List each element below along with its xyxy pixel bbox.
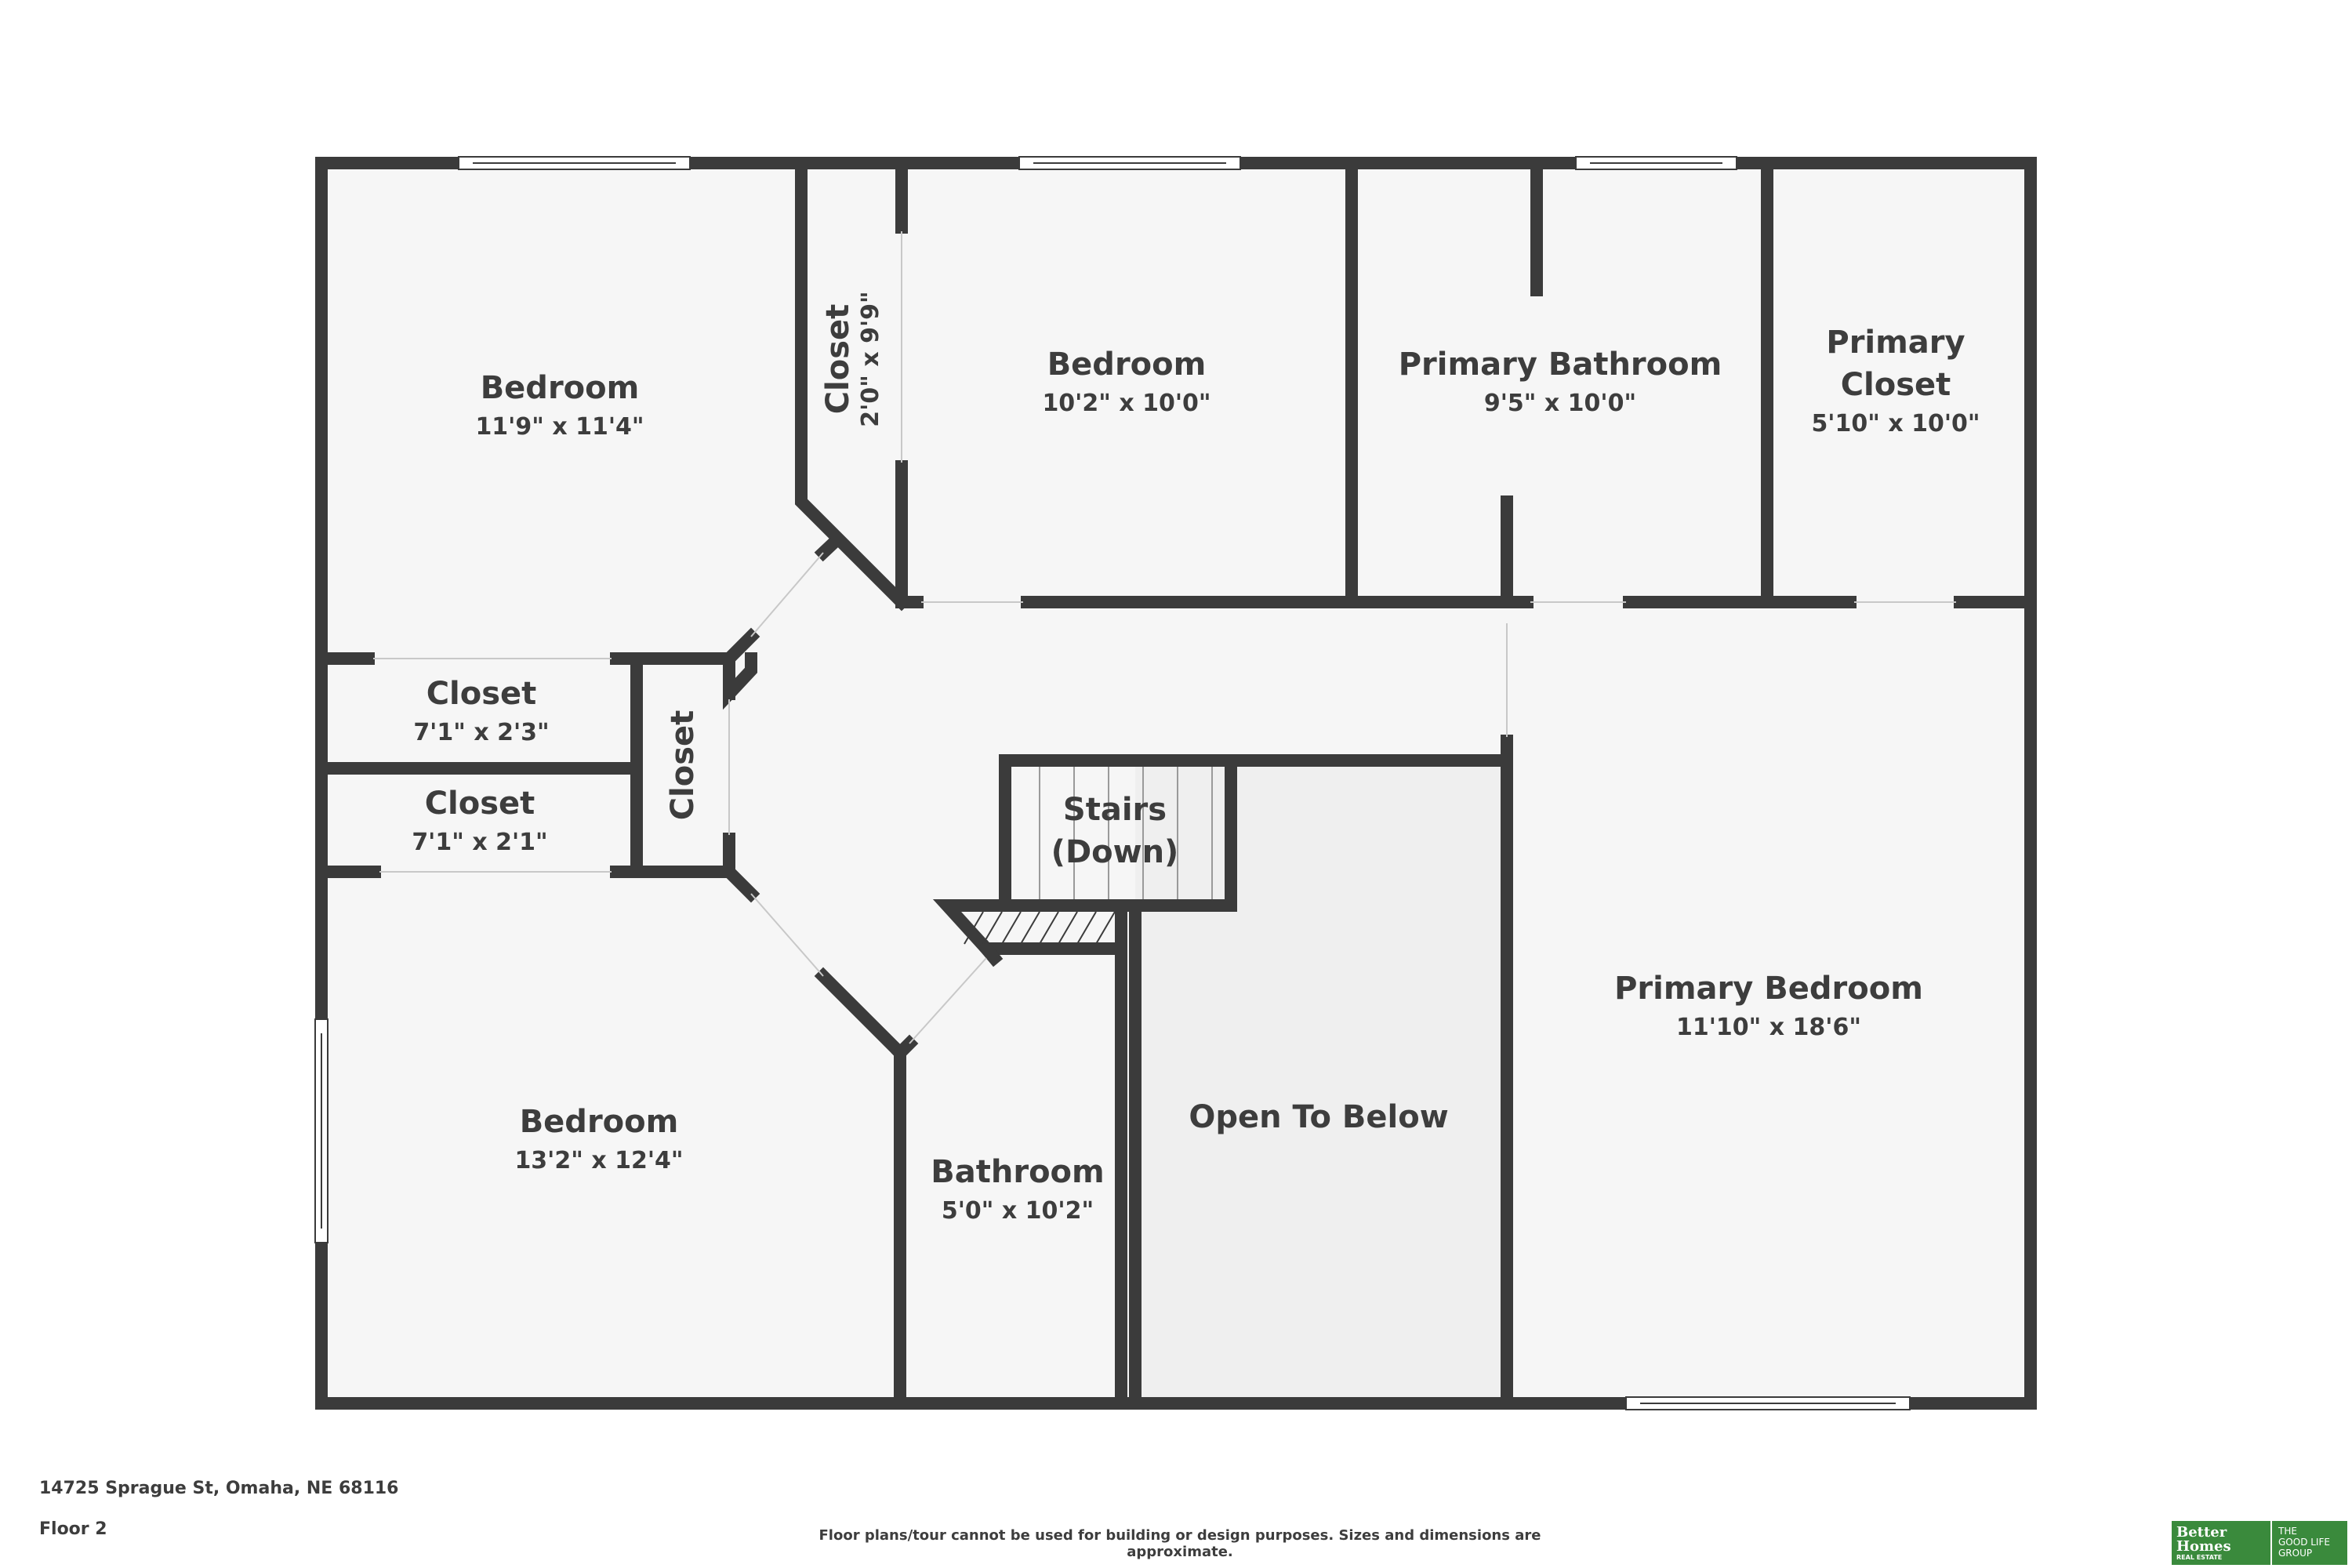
room-dims-bedroom-n: 10'2" x 10'0" — [1042, 390, 1210, 417]
stairs-label-1: Stairs — [1063, 792, 1167, 828]
room-dims-primary-bedroom: 11'10" x 18'6" — [1676, 1014, 1861, 1041]
room-fills — [321, 163, 2031, 1403]
logo-brand: Better Homes REAL ESTATE — [2172, 1521, 2272, 1565]
closet-vertical-east — [723, 652, 757, 710]
room-dims-closet-upper: 7'1" x 2'3" — [413, 719, 549, 746]
room-name-closet-lower: Closet — [425, 786, 535, 822]
logo-group-line3: GROUP — [2278, 1548, 2313, 1559]
open-to-below-area — [1135, 760, 1507, 1397]
hall-diagonal-sw — [720, 862, 760, 903]
door-openings — [373, 231, 1956, 1044]
room-dims-primary-closet: 5'10" x 10'0" — [1811, 410, 1980, 437]
room-dims-bedroom-nw: 11'9" x 11'4" — [475, 413, 644, 441]
logo-group-line1: THE — [2278, 1526, 2297, 1537]
closet-narrow-wall-left — [795, 157, 911, 612]
room-name-bedroom-n: Bedroom — [1047, 347, 1207, 383]
property-address: 14725 Sprague St, Omaha, NE 68116 — [39, 1479, 399, 1498]
room-name-primary-closet-1: Primary — [1826, 325, 1965, 361]
room-name-closet-narrow: Closet — [820, 304, 856, 415]
room-dims-primary-bathroom: 9'5" x 10'0" — [1484, 390, 1636, 417]
room-dims-bedroom-sw: 13'2" x 12'4" — [514, 1147, 683, 1174]
stair-treads — [1039, 767, 1213, 899]
logo-brand-line2: Homes — [2176, 1538, 2231, 1555]
disclaimer: Floor plans/tour cannot be used for buil… — [818, 1527, 1541, 1560]
room-name-primary-bathroom: Primary Bathroom — [1399, 347, 1722, 383]
room-name-closet-upper: Closet — [426, 676, 537, 712]
floor-label: Floor 2 — [39, 1519, 107, 1539]
room-dims-bathroom: 5'0" x 10'2" — [942, 1197, 1094, 1225]
room-labels: Bedroom 11'9" x 11'4" Closet 2'0" x 9'9"… — [412, 291, 1980, 1225]
room-name-open-to-below: Open To Below — [1189, 1099, 1448, 1135]
room-dims-closet-narrow: 2'0" x 9'9" — [857, 291, 884, 426]
hall-diagonal-se — [891, 1034, 919, 1062]
logo-group-line2: GOOD LIFE — [2278, 1537, 2330, 1548]
room-name-primary-bedroom: Primary Bedroom — [1614, 971, 1923, 1007]
windows — [314, 156, 1911, 1410]
room-name-closet-vertical: Closet — [665, 710, 701, 821]
brokerage-logo: Better Homes REAL ESTATE THE GOOD LIFE G… — [2172, 1521, 2347, 1565]
logo-brand-line1: Better — [2176, 1524, 2227, 1541]
logo-group: THE GOOD LIFE GROUP — [2272, 1521, 2347, 1565]
room-name-primary-closet-2: Closet — [1841, 367, 1951, 403]
stair-landing-hatch — [964, 911, 1116, 945]
room-dims-closet-lower: 7'1" x 2'1" — [412, 829, 547, 856]
room-name-bathroom: Bathroom — [931, 1154, 1104, 1190]
stairs-wall — [999, 754, 1513, 912]
stairs-label-2: (Down) — [1051, 834, 1179, 870]
room-name-bedroom-sw: Bedroom — [520, 1104, 679, 1140]
logo-brand-line3: REAL ESTATE — [2176, 1554, 2223, 1561]
hall-diagonal-nw — [720, 627, 760, 668]
room-name-bedroom-nw: Bedroom — [481, 370, 640, 406]
